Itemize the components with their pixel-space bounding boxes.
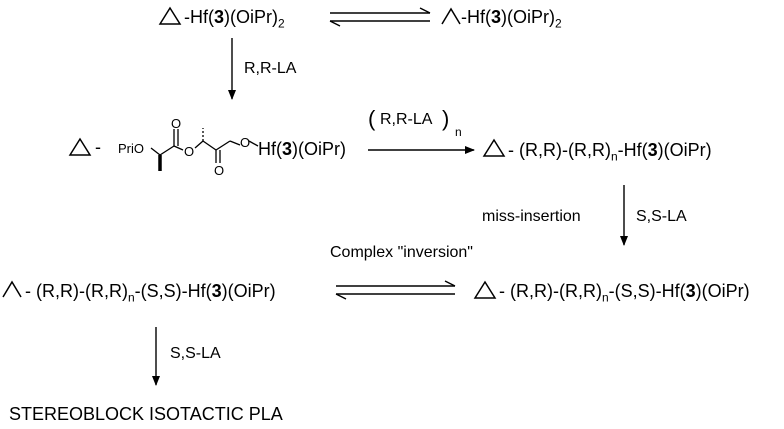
- stereoblock-chain-delta: - (R,R)-(R,R)n-(S,S)-Hf(3)(OiPr): [499, 282, 750, 304]
- carbonyl-oxygen-1: O: [171, 116, 182, 131]
- delta-catalyst-symbol: [158, 6, 182, 25]
- hf-suffix: )(OiPr): [501, 7, 555, 27]
- hf-prefix: -Hf(: [617, 140, 648, 160]
- open-paren: (: [368, 106, 376, 131]
- hf-suffix: )(OiPr): [221, 281, 276, 301]
- hf-prefix: Hf(: [258, 139, 282, 159]
- delta-catalyst-symbol: [68, 137, 92, 156]
- chain-middle: -(S,S)-Hf(: [134, 281, 212, 301]
- inversion-label: Complex "inversion": [330, 244, 473, 261]
- hf-complex-lambda-top: -Hf(3)(OiPr)2: [461, 8, 562, 30]
- arrow-2-label: S,S-LA: [636, 208, 687, 225]
- subscript-n: n: [601, 290, 609, 305]
- lambda-catalyst-symbol: [2, 280, 22, 298]
- chain-middle: -(S,S)-Hf(: [608, 281, 686, 301]
- delta-catalyst-symbol: [473, 280, 497, 299]
- growing-chain-delta: - (R,R)-(R,R)n-Hf(3)(OiPr): [508, 141, 712, 163]
- subscript: 2: [555, 16, 562, 31]
- chain-prefix: - (R,R)-(R,R): [508, 140, 611, 160]
- lambda-catalyst-symbol: [441, 7, 461, 25]
- hf-center: Hf(3)(OiPr): [258, 140, 346, 158]
- terminal-oxygen: O: [240, 135, 251, 150]
- equilibrium-arrows-inversion: [335, 280, 456, 300]
- ligand-number: 3: [214, 7, 225, 27]
- isopropoxy-label: PriO: [118, 141, 144, 156]
- equilibrium-arrows-top: [329, 7, 431, 27]
- ligand-number: 3: [685, 281, 696, 301]
- dash: -: [95, 137, 101, 157]
- hf-suffix: )(OiPr): [224, 7, 278, 27]
- ester-oxygen: O: [184, 144, 195, 159]
- subscript-n: n: [127, 290, 135, 305]
- stereoblock-chain-lambda: - (R,R)-(R,R)n-(S,S)-Hf(3)(OiPr): [25, 282, 276, 304]
- arrow-3-label: S,S-LA: [170, 345, 221, 362]
- ligand-number: 3: [647, 140, 658, 160]
- carbonyl-oxygen-2: O: [214, 163, 225, 178]
- close-paren: ): [442, 106, 450, 131]
- arrow-propagation-label: R,R-LA: [380, 111, 433, 128]
- product-label: STEREOBLOCK ISOTACTIC PLA: [9, 404, 283, 424]
- ligand-number: 3: [282, 139, 293, 159]
- subscript: 2: [278, 16, 285, 31]
- arrow-1-label: R,R-LA: [244, 60, 297, 77]
- hf-prefix: -Hf(: [184, 7, 214, 27]
- hf-suffix: )(OiPr): [657, 140, 712, 160]
- hf-complex-delta-top: -Hf(3)(OiPr)2: [184, 8, 285, 30]
- chain-prefix: - (R,R)-(R,R): [499, 281, 602, 301]
- arrow-propagation-subscript: n: [455, 125, 462, 139]
- delta-catalyst-symbol: [482, 138, 506, 157]
- chain-prefix: - (R,R)-(R,R): [25, 281, 128, 301]
- hf-prefix: -Hf(: [461, 7, 491, 27]
- subscript-n: n: [610, 149, 618, 164]
- hf-suffix: )(OiPr): [292, 139, 346, 159]
- ligand-number: 3: [491, 7, 502, 27]
- hf-suffix: )(OiPr): [695, 281, 750, 301]
- lactide-dimer-structure: [150, 128, 259, 171]
- ligand-number: 3: [211, 281, 222, 301]
- miss-insertion-label: miss-insertion: [482, 208, 581, 225]
